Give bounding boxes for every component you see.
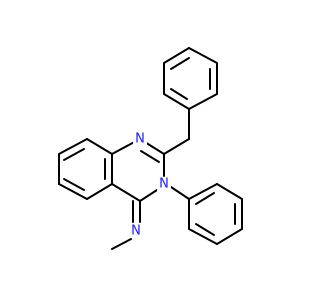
bond	[188, 183, 218, 200]
bond	[163, 47, 190, 64]
atom-background	[157, 177, 171, 191]
bond	[86, 183, 113, 200]
bond	[216, 183, 243, 200]
nitrogen-atom-label: N	[159, 177, 169, 192]
bond-double-inner	[170, 88, 188, 100]
bond	[139, 189, 158, 202]
bond	[86, 138, 113, 155]
nitrogen-atom-label: N	[135, 132, 145, 147]
bond-double-inner	[195, 223, 215, 236]
atom-labels: N N N	[129, 132, 171, 239]
bond	[170, 186, 190, 200]
bond	[58, 138, 88, 155]
nitrogen-atom-label: N	[131, 224, 141, 239]
bond	[111, 183, 141, 202]
bond	[188, 228, 218, 245]
bond	[111, 238, 132, 250]
bond-double-inner	[63, 178, 85, 191]
bonds	[58, 47, 243, 250]
bond-double-inner	[140, 150, 160, 163]
atom-background	[129, 224, 143, 238]
bond-double-inner	[195, 192, 215, 205]
bond	[188, 93, 218, 110]
bond	[163, 93, 190, 110]
bond	[188, 47, 218, 64]
bond	[163, 138, 190, 155]
atom-background	[133, 132, 147, 146]
bond	[216, 228, 243, 245]
bond-double-inner	[63, 148, 85, 161]
bond	[58, 183, 88, 200]
bond-double-inner	[170, 57, 190, 70]
molecule-structure-diagram: N N N	[58, 47, 243, 250]
